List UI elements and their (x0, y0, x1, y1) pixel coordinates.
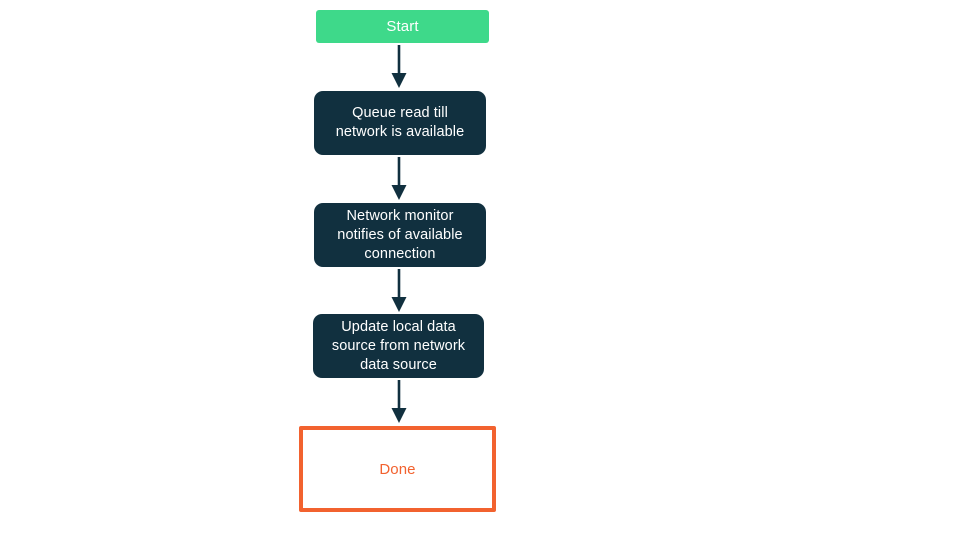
flow-node-network-monitor-label: Network monitor notifies of available co… (337, 207, 463, 262)
flow-arrow-update-local-to-done (391, 380, 407, 423)
flow-node-network-monitor[interactable]: Network monitor notifies of available co… (314, 203, 486, 267)
flow-arrow-start-to-queue-read (391, 45, 407, 88)
flow-node-update-local-label: Update local data source from network da… (331, 318, 466, 373)
flow-node-queue-read-label: Queue read till network is available (335, 105, 465, 140)
flow-node-start-label: Start (386, 18, 419, 35)
flow-node-start[interactable]: Start (316, 10, 489, 43)
flow-arrow-queue-read-to-network-monitor (391, 157, 407, 200)
flow-arrow-network-monitor-to-update-local (391, 269, 407, 312)
flow-node-queue-read[interactable]: Queue read till network is available (314, 91, 486, 155)
flow-node-done[interactable]: Done (299, 426, 496, 512)
flow-node-done-label: Done (379, 460, 416, 478)
flow-node-update-local[interactable]: Update local data source from network da… (313, 314, 484, 378)
